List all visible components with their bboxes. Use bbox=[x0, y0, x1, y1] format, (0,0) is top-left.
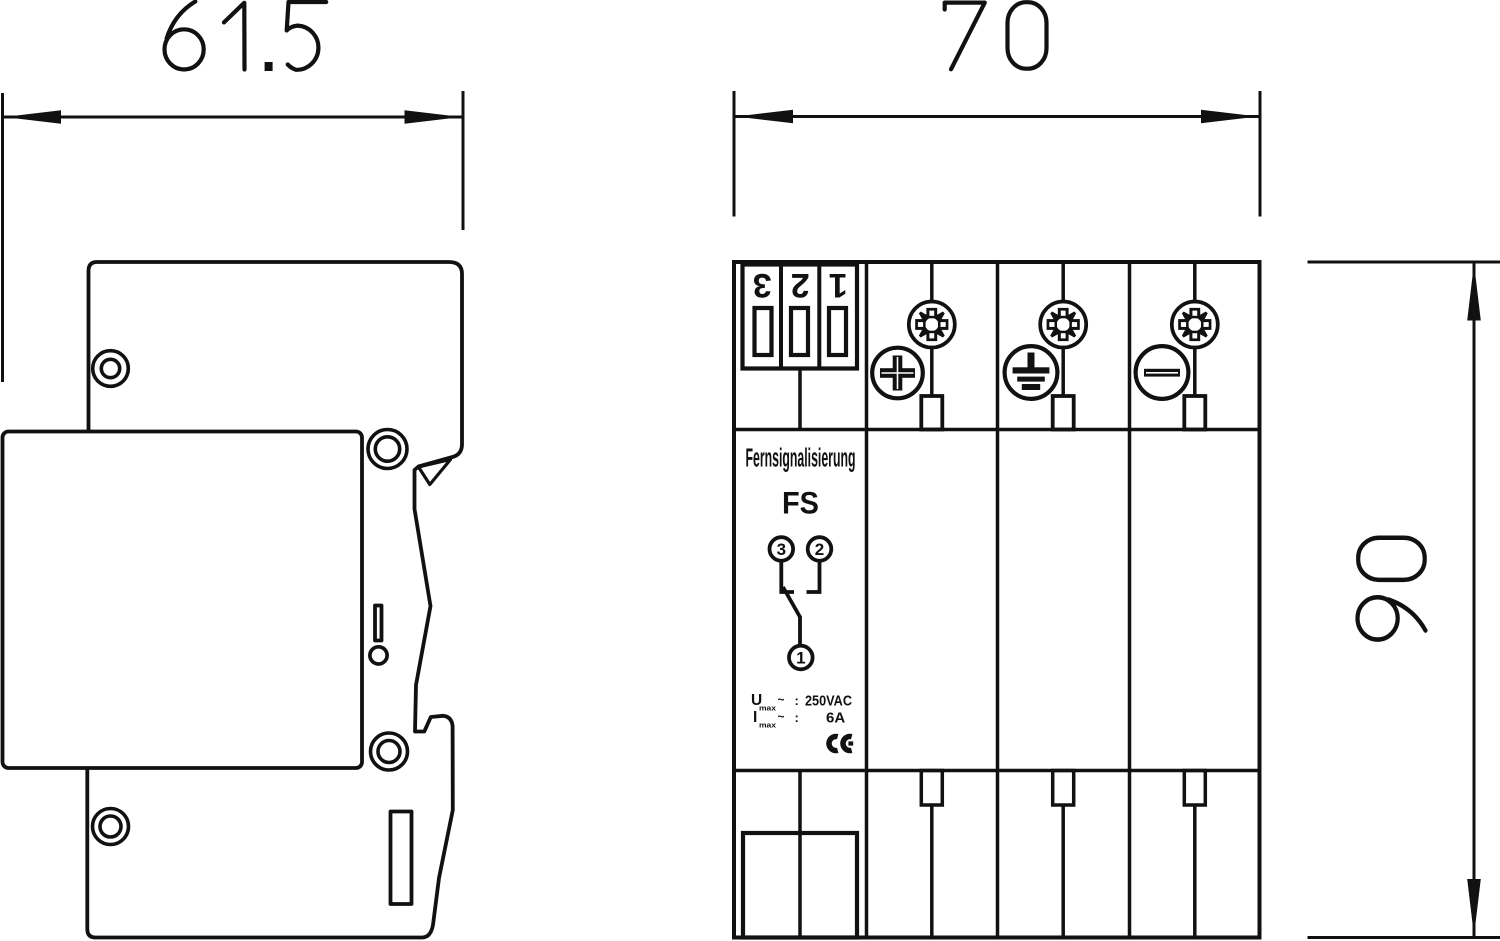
svg-text:2: 2 bbox=[815, 540, 824, 559]
svg-text:~: ~ bbox=[778, 693, 785, 707]
svg-text:max: max bbox=[759, 704, 777, 713]
svg-text:250VAC: 250VAC bbox=[805, 693, 852, 710]
svg-text:Fernsignalisierung: Fernsignalisierung bbox=[746, 445, 856, 473]
svg-text:U: U bbox=[751, 692, 762, 709]
svg-text:1: 1 bbox=[796, 649, 805, 668]
svg-text:3: 3 bbox=[753, 266, 772, 304]
svg-text::: : bbox=[795, 710, 799, 725]
svg-text:FS: FS bbox=[782, 485, 819, 521]
svg-text::: : bbox=[795, 693, 799, 708]
svg-text:6A: 6A bbox=[826, 710, 845, 727]
svg-text:3: 3 bbox=[777, 540, 786, 559]
svg-text:1: 1 bbox=[829, 266, 848, 304]
svg-text:max: max bbox=[759, 721, 777, 730]
svg-text:~: ~ bbox=[778, 710, 785, 724]
svg-text:I: I bbox=[753, 709, 757, 726]
svg-text:2: 2 bbox=[791, 266, 810, 304]
